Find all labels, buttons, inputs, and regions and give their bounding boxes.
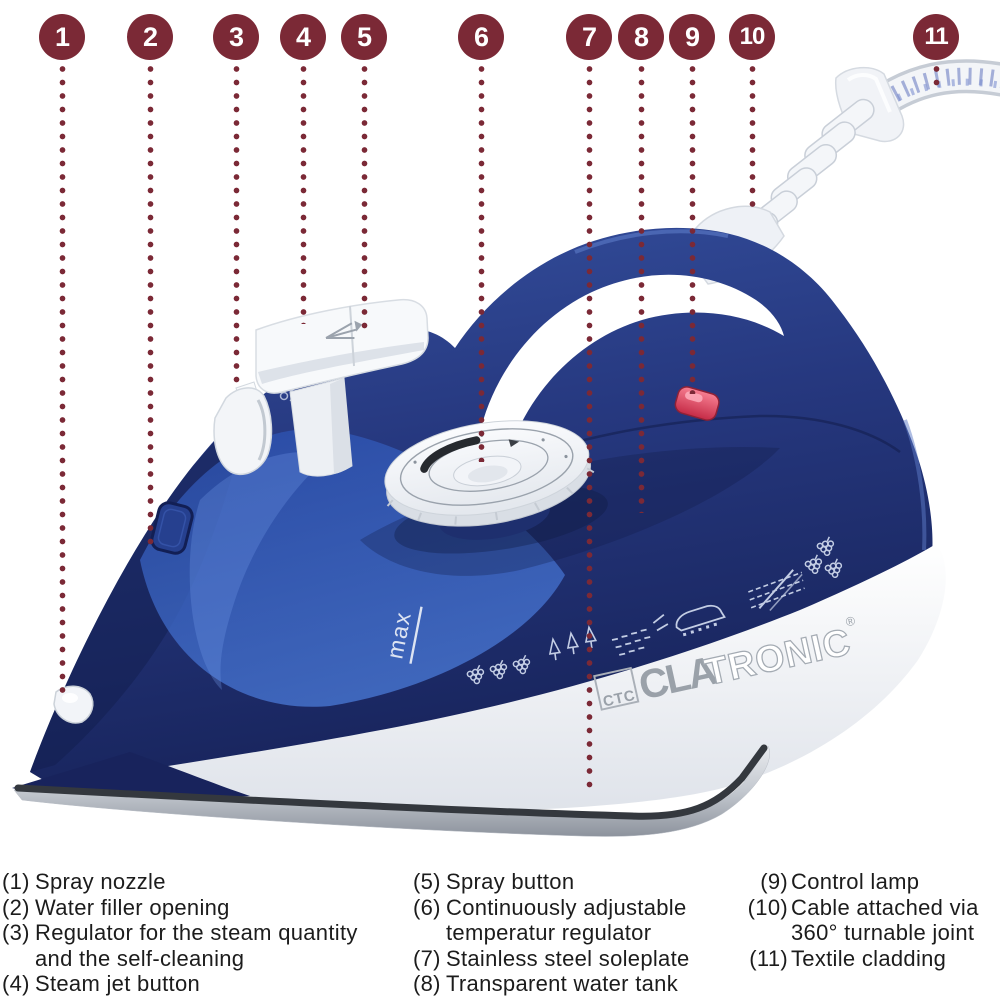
legend-num: (3)	[2, 920, 30, 946]
legend-num: (7)	[413, 945, 441, 971]
legend-item: (11)Textile cladding	[742, 946, 979, 972]
svg-text:CTC: CTC	[602, 688, 637, 711]
spray-button[interactable]	[349, 305, 355, 367]
legend-item: (8)Transparent water tank	[413, 971, 690, 997]
legend-text: and the self-cleaning	[35, 945, 245, 971]
legend-item: (3)Regulator for the steam quantity	[2, 920, 358, 946]
legend-num: (4)	[2, 971, 30, 997]
iron-steam-icon	[675, 604, 726, 637]
legend-text: Transparent water tank	[446, 971, 679, 997]
white-body-band	[56, 544, 946, 812]
legend-num: (11)	[749, 945, 788, 971]
legend-text: Continuously adjustable	[446, 894, 687, 920]
soleplate	[13, 744, 770, 837]
legend-text: Steam jet button	[35, 971, 201, 997]
steam-jet-button[interactable]	[255, 298, 429, 477]
ctc-box	[593, 666, 640, 711]
temperature-dial[interactable]	[377, 406, 612, 567]
legend-item: and the self-cleaning	[2, 946, 358, 972]
legend-item: (2)Water filler opening	[2, 895, 358, 921]
legend-num	[2, 946, 32, 972]
legend-num: (5)	[413, 869, 441, 894]
legend-item: (9)Control lamp	[742, 869, 979, 895]
handle-highlight	[574, 229, 729, 254]
legend-text: Control lamp	[791, 869, 920, 894]
legend-num: (10)	[747, 894, 788, 920]
legend-text: 360° turnable joint	[791, 920, 975, 946]
legend-num: (9)	[760, 869, 788, 894]
body-icons	[465, 535, 845, 686]
legend-item: (1)Spray nozzle	[2, 869, 358, 895]
legend-num	[742, 920, 788, 946]
legend-num	[413, 920, 443, 946]
legend-item: (5)Spray button	[413, 869, 690, 895]
legend-text: Textile cladding	[791, 945, 947, 971]
deck-shadow	[360, 446, 780, 576]
legend-text: Regulator for the steam quantity	[35, 920, 358, 946]
legend-text: Water filler opening	[35, 894, 230, 920]
legend-item: (4)Steam jet button	[2, 971, 358, 997]
legend-num: (1)	[2, 869, 30, 894]
svg-text:®: ®	[845, 614, 857, 630]
legend-text: Cable attached via	[791, 894, 979, 920]
legend-num: (2)	[2, 894, 30, 920]
legend-num: (8)	[413, 971, 441, 997]
legend-item: (6)Continuously adjustable	[413, 895, 690, 921]
legend-text: Spray button	[446, 869, 575, 894]
legend-column-3: (9)Control lamp (10)Cable attached via 3…	[742, 869, 979, 971]
legend-column-2: (5)Spray button (6)Continuously adjustab…	[413, 869, 690, 997]
dial-temperature-arc	[420, 436, 481, 473]
water-filler-flap[interactable]	[150, 501, 195, 556]
legend-item: temperatur regulator	[413, 920, 690, 946]
spray-jet-icon	[325, 320, 363, 340]
legend-text: temperatur regulator	[446, 920, 652, 946]
anti-calc-icon	[748, 569, 805, 612]
spray-fan-icon	[611, 613, 669, 656]
rear-highlight	[903, 419, 927, 551]
legend-text: Stainless steel soleplate	[446, 945, 690, 971]
legend-column-1: (1)Spray nozzle (2)Water filler opening …	[2, 869, 358, 997]
legend-item: (10)Cable attached via	[742, 895, 979, 921]
legend-text: Spray nozzle	[35, 869, 166, 894]
steam-regulator[interactable]	[213, 381, 296, 475]
legend-num: (6)	[413, 894, 441, 920]
legend-item: 360° turnable joint	[742, 920, 979, 946]
legend-item: (7)Stainless steel soleplate	[413, 946, 690, 972]
control-lamp	[674, 386, 720, 421]
